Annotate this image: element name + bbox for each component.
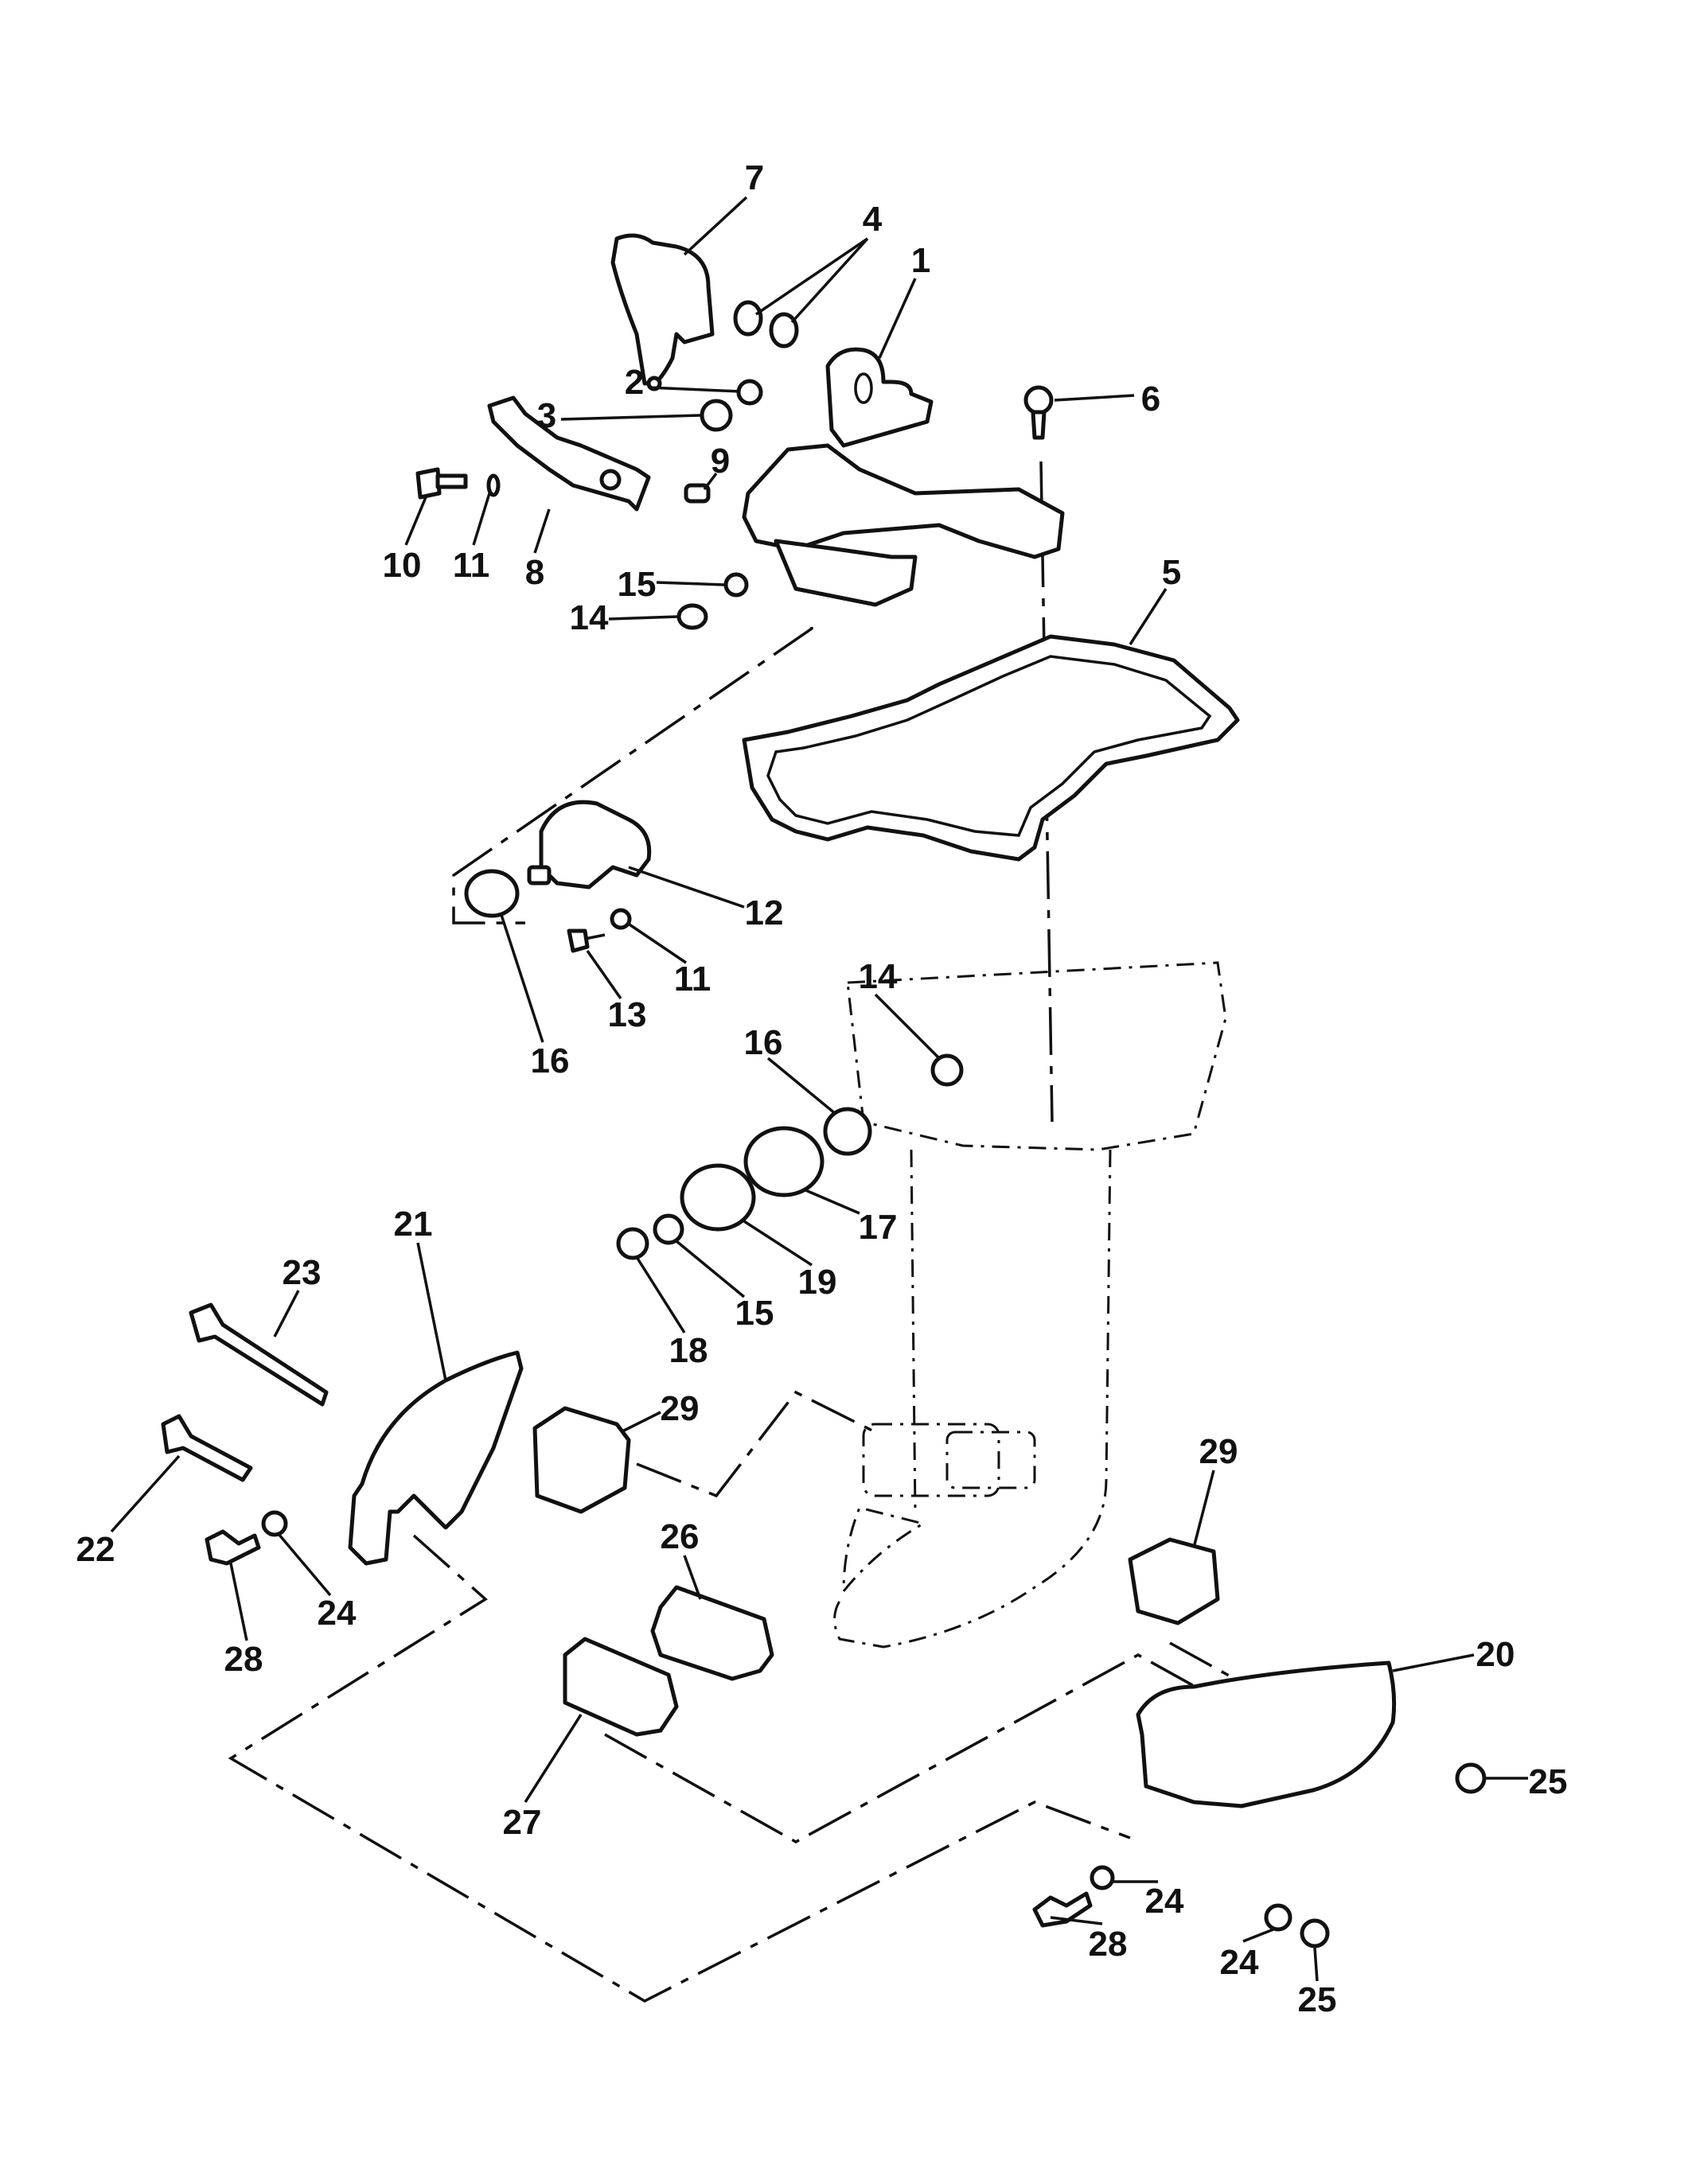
part-adaptor-base: [774, 539, 918, 607]
callout-21: 21: [394, 1205, 433, 1244]
part-adaptor-plate: [742, 443, 1065, 559]
callout-labels: 7 4 1 2 3 6 9 10 11 8 15 14 5 12 11 13 1…: [76, 158, 1568, 2019]
callout-11: 11: [674, 960, 711, 999]
part-10-bolt: [415, 467, 442, 500]
assembly-line-mount-left: [452, 627, 813, 925]
callout-19: 19: [798, 1263, 837, 1302]
callout-25: 25: [1298, 1980, 1337, 2019]
part-12-stud: [527, 865, 552, 886]
part-29-block-a: [532, 1406, 631, 1514]
part-28-screw-b: [1032, 1891, 1093, 1928]
part-11-lockwasher-b: [610, 908, 632, 930]
callout-2: 2: [625, 363, 644, 402]
assembly-line-lower-mid: [604, 1653, 1210, 1844]
callout-25: 25: [1529, 1762, 1568, 1801]
part-4-bushing-b: [769, 312, 799, 348]
callout-24: 24: [1220, 1943, 1259, 1982]
part-22-bolt: [161, 1414, 253, 1482]
part-14-boss: [930, 1053, 964, 1087]
callout-23: 23: [283, 1253, 322, 1292]
callout-11: 11: [453, 546, 490, 585]
part-20-bracket: [1136, 1660, 1397, 1808]
part-16-washer-right: [823, 1107, 872, 1156]
callout-18: 18: [669, 1331, 708, 1370]
callout-8: 8: [525, 553, 544, 592]
part-19-washer: [680, 1163, 756, 1232]
part-25-nut-a: [1455, 1762, 1487, 1794]
part-13-shank: [584, 933, 606, 940]
part-8-nut: [599, 469, 622, 491]
assembly-line-29a: [636, 1390, 876, 1498]
callout-15: 15: [735, 1294, 774, 1333]
callout-3: 3: [537, 396, 556, 435]
callout-16: 16: [531, 1041, 570, 1080]
part-27-block: [563, 1637, 679, 1737]
part-28-screw-a: [205, 1529, 261, 1566]
part-17-mount: [743, 1126, 825, 1197]
callout-28: 28: [1089, 1925, 1128, 1964]
part-4-bushing-a: [733, 300, 763, 337]
callout-9: 9: [711, 442, 730, 481]
part-13-screw: [567, 928, 590, 953]
callout-20: 20: [1476, 1635, 1515, 1674]
callout-27: 27: [503, 1803, 542, 1842]
callout-14: 14: [570, 598, 609, 637]
part-25-nut-b: [1300, 1918, 1330, 1948]
part-12-mount: [539, 800, 652, 890]
part-21-bracket: [348, 1350, 524, 1566]
callout-29: 29: [1199, 1432, 1238, 1471]
part-23-long-bolt: [189, 1302, 329, 1407]
callout-12: 12: [745, 893, 784, 932]
part-18-nut: [616, 1227, 649, 1260]
part-5-gasket-inner: [766, 655, 1212, 837]
part-8-lever-bracket: [487, 395, 651, 512]
callout-7: 7: [745, 158, 764, 197]
callout-1: 1: [911, 241, 930, 280]
part-16-washer-left: [464, 869, 520, 918]
part-10-bolt-shank: [435, 473, 468, 489]
part-24-washer-c: [1264, 1903, 1292, 1932]
callout-26: 26: [661, 1517, 700, 1556]
part-6-bolt-head: [1023, 385, 1054, 415]
callout-24: 24: [318, 1594, 357, 1633]
part-15-washer-upper: [723, 572, 749, 598]
callout-16: 16: [744, 1023, 783, 1062]
driveshaft-housing-outline: [833, 961, 1227, 1649]
part-29-block-b: [1128, 1537, 1220, 1625]
callout-17: 17: [859, 1208, 898, 1247]
part-7-mount-cover: [610, 233, 715, 386]
callout-24: 24: [1145, 1882, 1184, 1921]
callout-28: 28: [224, 1640, 263, 1679]
callout-29: 29: [661, 1389, 700, 1428]
part-26-pad: [650, 1585, 774, 1681]
part-5-gasket-outer: [742, 634, 1240, 862]
callout-14: 14: [859, 957, 898, 996]
part-1-hole: [854, 372, 873, 404]
callout-22: 22: [76, 1530, 115, 1569]
part-9-pad: [684, 483, 711, 504]
callout-15: 15: [618, 565, 657, 604]
callout-6: 6: [1141, 380, 1160, 419]
callout-10: 10: [383, 546, 422, 585]
callout-4: 4: [863, 200, 883, 239]
leader-lines: [110, 196, 1528, 1982]
callout-13: 13: [608, 995, 647, 1034]
callout-5: 5: [1162, 553, 1181, 592]
part-15-washer-lower: [653, 1213, 684, 1245]
part-1-mount-bracket: [825, 347, 934, 448]
part-6-bolt-shank: [1031, 410, 1047, 440]
part-24-washer-a: [261, 1510, 288, 1537]
part-11-lockwasher: [486, 473, 501, 497]
part-14-nut-upper: [676, 603, 708, 630]
part-2-nut: [736, 379, 763, 406]
part-24-washer-b: [1090, 1865, 1115, 1890]
assembly-line-lower-left: [228, 1534, 1131, 2003]
part-3-washer: [700, 399, 733, 432]
